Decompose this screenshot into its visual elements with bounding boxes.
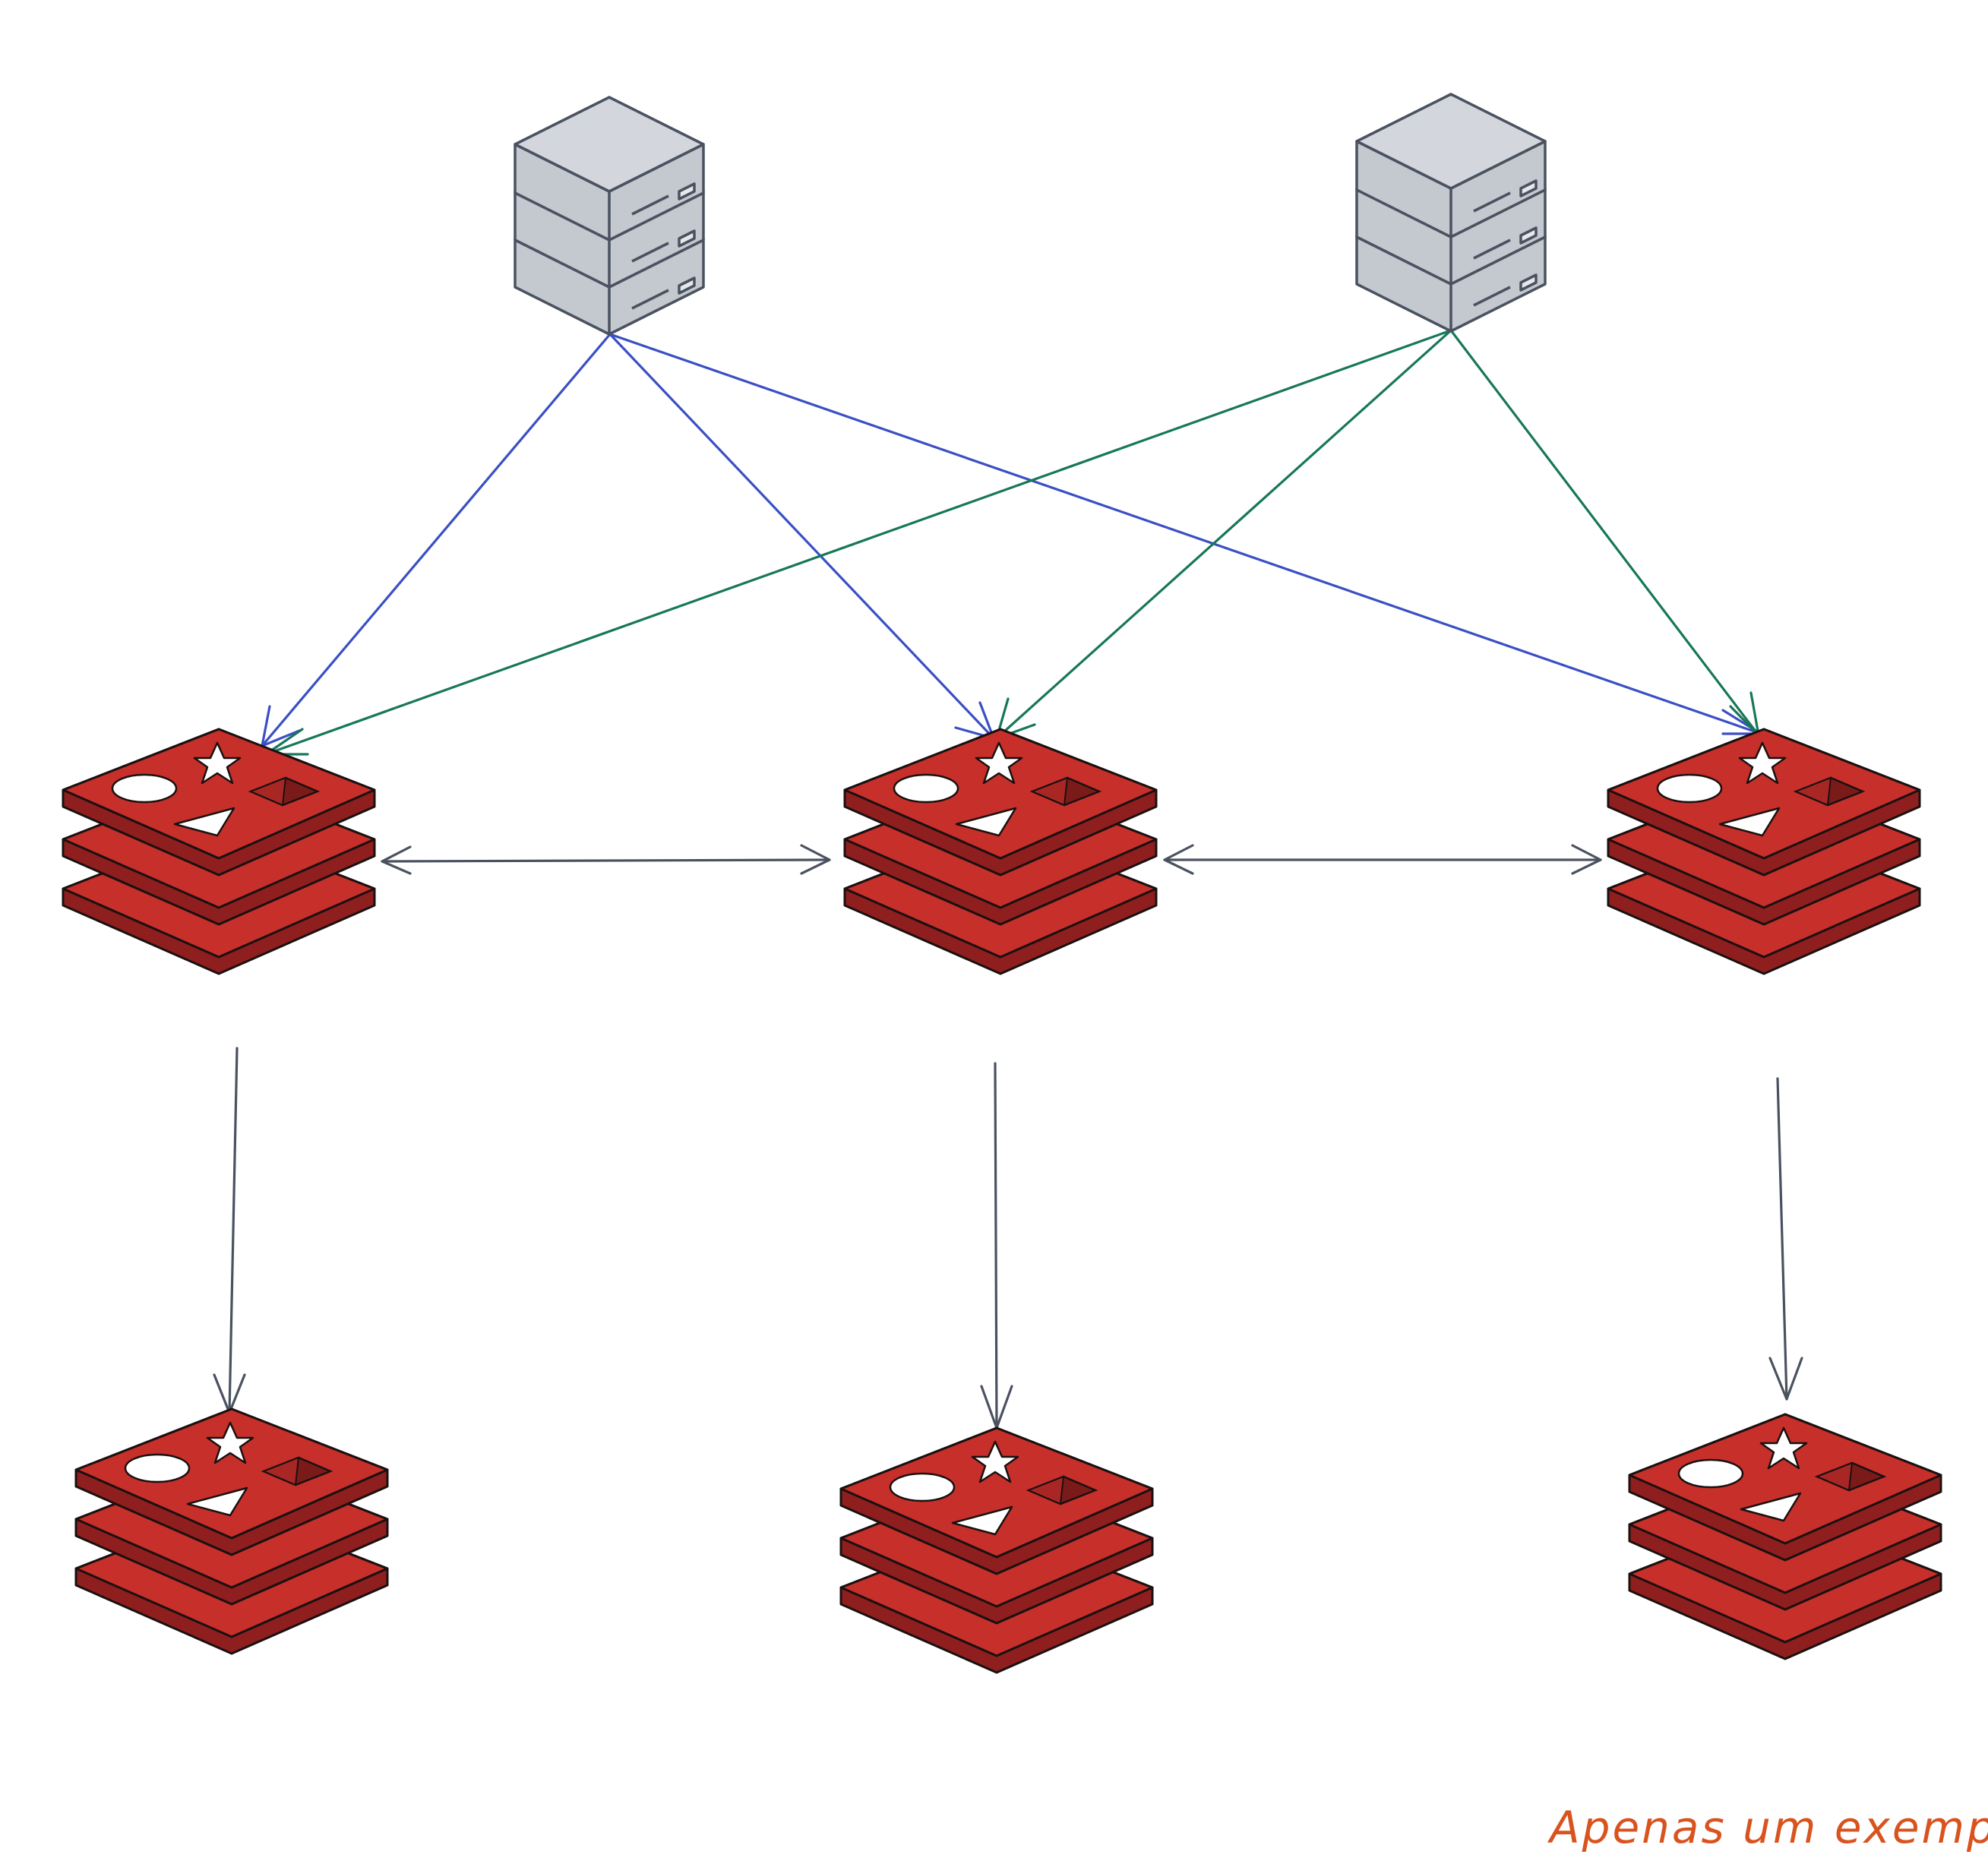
server-rack-icon [1355,93,1547,333]
arrow-server-right-to-master-3 [1449,329,1760,737]
redis-icon [843,728,1158,975]
arrow-master-2-to-replica-2 [980,1062,1013,1429]
arrow-server-right-to-master-2 [995,329,1452,740]
server-right [1355,93,1547,333]
server-rack-icon [514,96,705,336]
connection-arrows [213,329,1803,1429]
redis-icon [1628,1413,1942,1660]
arrow-server-left-to-master-3 [608,333,1762,735]
arrow-master-2-master-3 [1163,844,1602,875]
caption-note: Apenas um exemplo* [1550,1802,1988,1853]
redis-master-1 [62,728,376,975]
arrow-server-right-to-master-1 [264,329,1452,756]
redis-icon [839,1426,1154,1674]
arrow-server-left-to-master-2 [608,333,995,740]
redis-icon [74,1407,389,1655]
redis-master-3 [1607,728,1921,975]
arrow-master-3-to-replica-3 [1768,1077,1803,1401]
redis-replica-2 [839,1426,1154,1674]
arrow-master-1-to-replica-1 [213,1047,246,1414]
arrow-server-left-to-master-1 [261,333,612,747]
redis-icon [62,728,376,975]
arrow-master-1-master-2 [381,844,831,875]
redis-icon [1607,728,1921,975]
redis-replica-3 [1628,1413,1942,1660]
redis-master-2 [843,728,1158,975]
server-left [514,96,705,336]
redis-replica-1 [74,1407,389,1655]
